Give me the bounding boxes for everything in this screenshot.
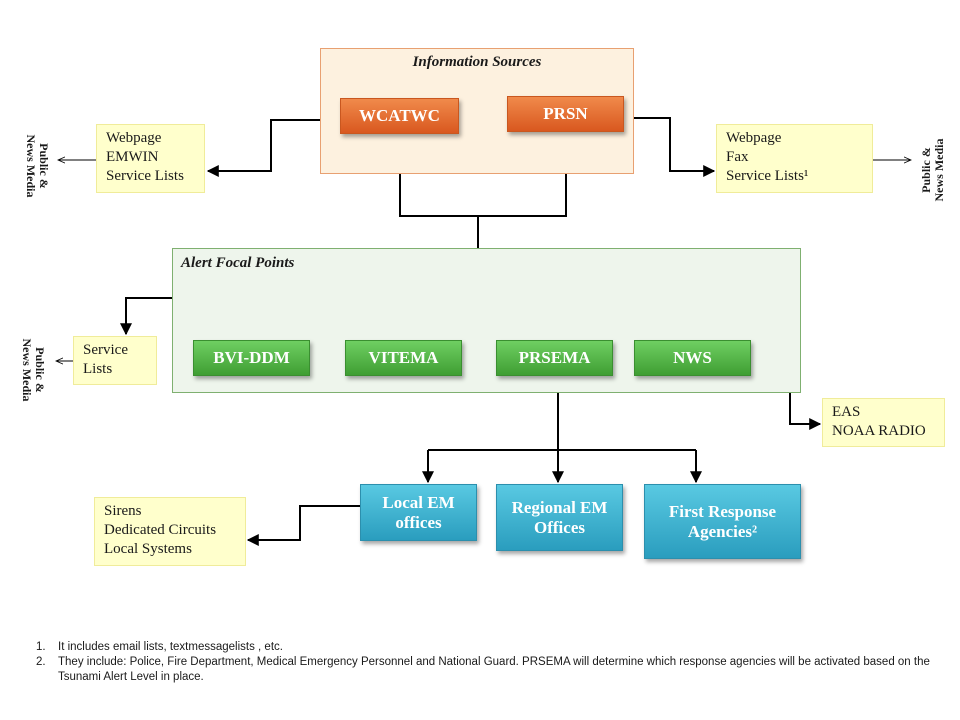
footnotes: 1. It includes email lists, textmessagel… [36,640,946,685]
wcatwc-to-note-arrow [206,119,340,177]
regional-em-offices-node: Regional EM Offices [496,484,623,551]
note-line: Service Lists [106,168,184,184]
note-line: Sirens [104,503,142,519]
note-line: Dedicated Circuits [104,522,217,538]
footnote-1: 1. It includes email lists, textmessagel… [36,640,946,655]
regional-em-line-1: Regional EM [511,497,608,517]
public-news-media-label-left-top: Public & News Media [22,126,51,206]
nws-node: NWS [634,340,751,376]
vitema-node: VITEMA [345,340,462,376]
note-line: Fax [726,149,749,165]
audience-line: News Media [24,134,38,198]
public-news-media-label-left-mid: Public & News Media [18,330,47,410]
prsn-to-note-arrow [624,117,716,177]
note-line: Service Lists¹ [726,168,809,184]
footnote-number: 1. [36,641,46,653]
footnote-2: 2. They include: Police, Fire Department… [36,655,946,685]
prsn-node: PRSN [507,96,624,132]
prsema-node: PRSEMA [496,340,613,376]
note-sirens: Sirens Dedicated Circuits Local Systems [94,497,246,566]
note-service-lists: Service Lists [73,336,157,385]
regional-em-line-2: Offices [534,517,585,537]
nws-label: NWS [673,348,712,368]
note-line: NOAA RADIO [832,423,926,439]
prsema-label: PRSEMA [518,348,591,368]
footnote-text: It includes email lists, textmessagelist… [58,641,283,653]
note-line: Webpage [106,130,162,146]
local-em-offices-node: Local EM offices [360,484,477,541]
first-response-line-2: Agencies² [687,521,758,541]
note-webpage-fax: Webpage Fax Service Lists¹ [716,124,873,193]
note-webpage-emwin: Webpage EMWIN Service Lists [96,124,205,193]
first-response-agencies-node: First Response Agencies² [644,484,801,559]
first-response-line-1: First Response [668,501,777,521]
alert-to-service-lists-arrow [120,297,176,336]
footnote-text: They include: Police, Fire Department, M… [58,656,930,683]
note-line: Lists [83,361,113,377]
local-em-line-1: Local EM [382,492,455,512]
note-line: Webpage [726,130,782,146]
local-em-line-2: offices [395,512,442,532]
local-em-to-sirens-arrow [246,505,360,546]
note-line: EMWIN [106,149,159,165]
information-sources-title: Information Sources [412,54,542,70]
wcatwc-node: WCATWC [340,98,459,134]
wcatwc-label: WCATWC [359,106,440,126]
bvi-ddm-node: BVI-DDM [193,340,310,376]
audience-line: Public & [33,347,47,393]
prsn-label: PRSN [543,104,588,124]
alert-focal-points-title: Alert Focal Points [181,255,295,271]
bvi-ddm-label: BVI-DDM [213,348,290,368]
vitema-label: VITEMA [368,348,439,368]
audience-line: Public & [37,143,51,189]
footnote-number: 2. [36,656,46,668]
note-line: Local Systems [104,541,192,557]
note-line: EAS [832,404,861,420]
audience-line: News Media [20,338,34,402]
audience-line: News Media [932,138,946,202]
note-eas-noaa: EAS NOAA RADIO [822,398,945,447]
public-news-media-label-right: Public & News Media [919,130,948,210]
note-line: Service [83,342,128,358]
